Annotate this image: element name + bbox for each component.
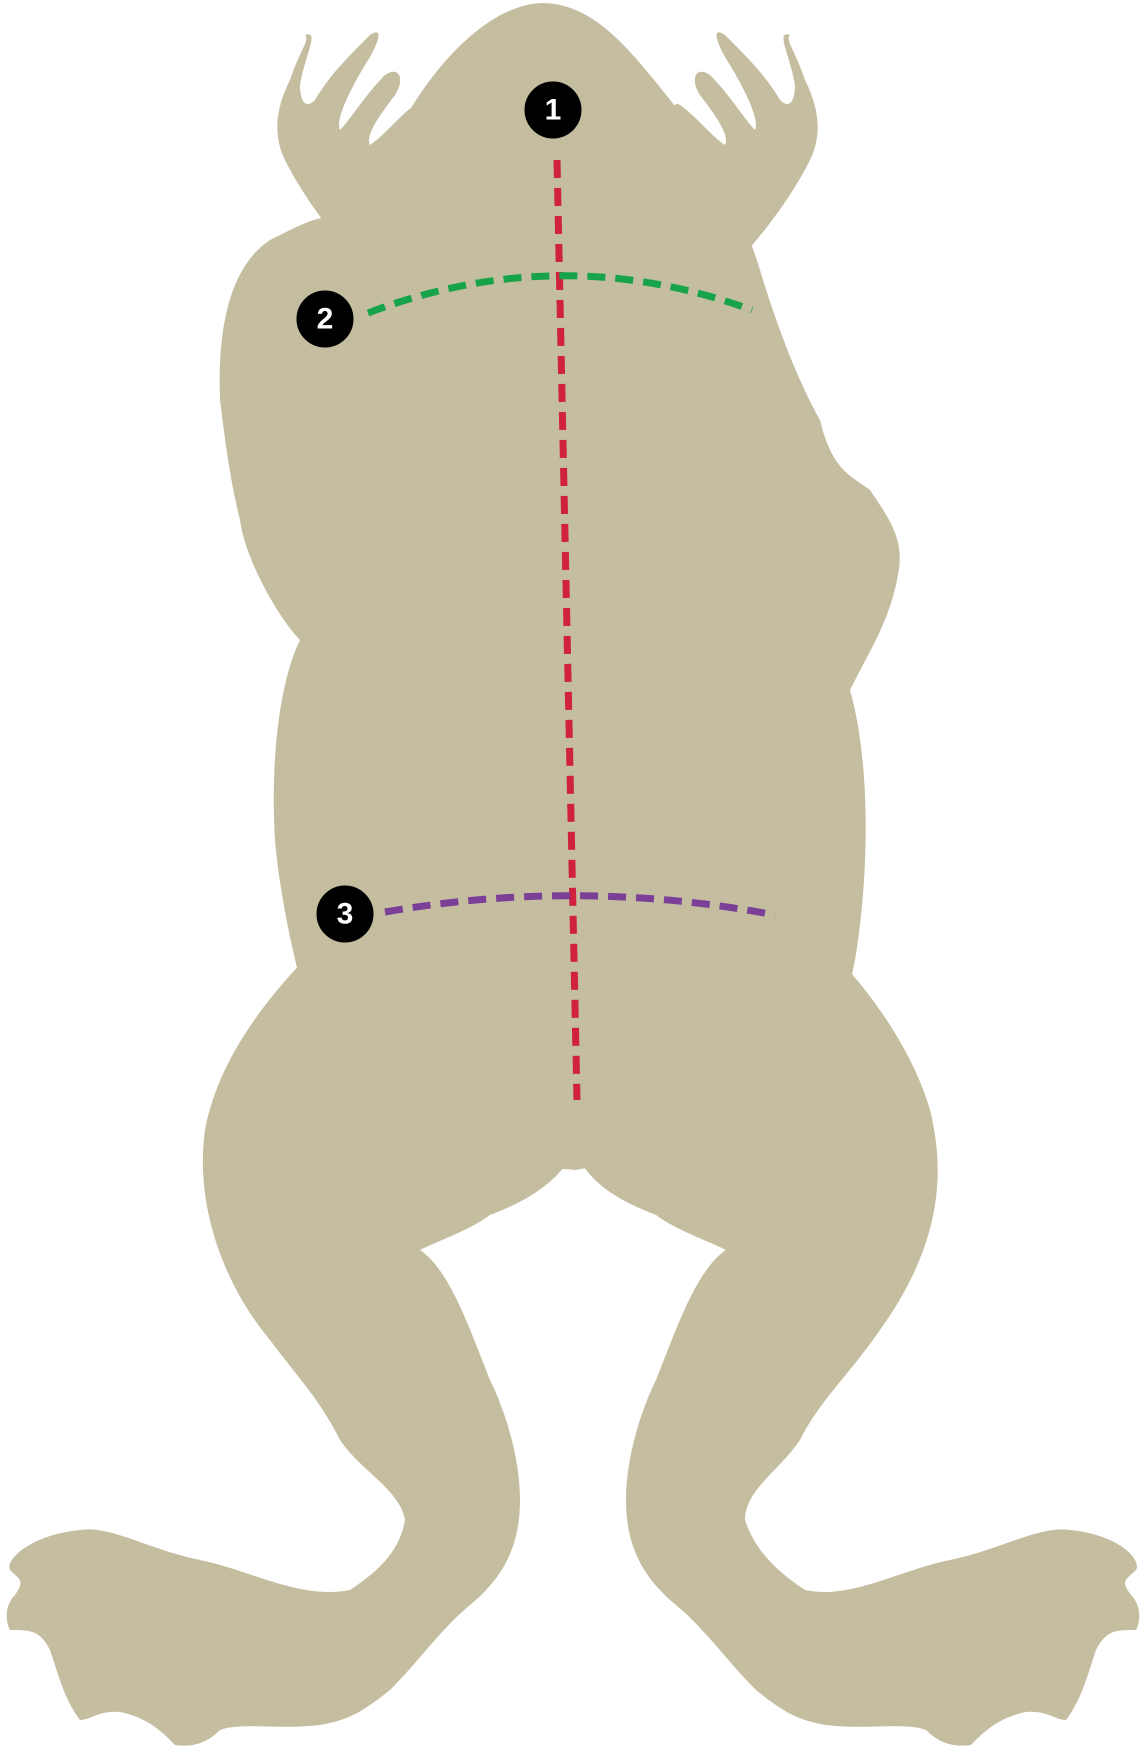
marker-3: 3 xyxy=(317,886,373,942)
marker-1-label: 1 xyxy=(545,94,562,127)
marker-2: 2 xyxy=(297,291,353,347)
marker-2-label: 2 xyxy=(317,303,334,336)
marker-1: 1 xyxy=(525,82,581,138)
marker-3-label: 3 xyxy=(337,898,354,931)
